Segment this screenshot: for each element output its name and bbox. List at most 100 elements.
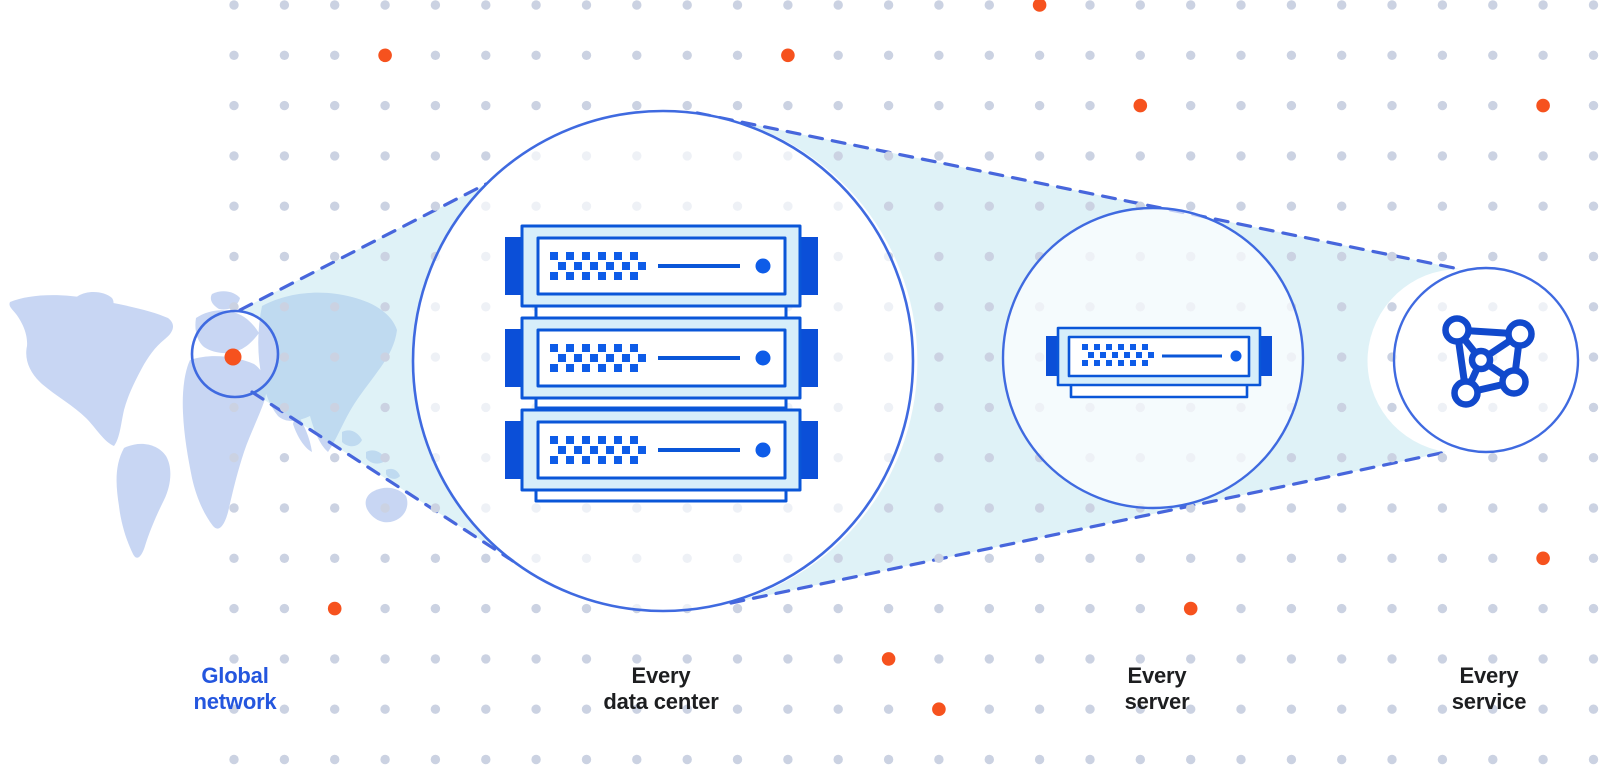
grid-dot xyxy=(883,50,894,60)
grid-dot xyxy=(1387,251,1397,262)
matrix-square xyxy=(630,344,638,352)
server-left-tab xyxy=(505,329,524,387)
grid-dot xyxy=(1538,201,1548,211)
grid-dot xyxy=(1588,503,1599,513)
server-rack-icon xyxy=(505,224,818,503)
grid-dot xyxy=(1437,0,1448,10)
grid-dot xyxy=(1437,603,1448,614)
grid-dot xyxy=(682,0,692,10)
matrix-square xyxy=(614,456,622,464)
matrix-square xyxy=(598,436,606,444)
matrix-square xyxy=(614,364,622,372)
grid-dot xyxy=(1437,100,1448,111)
label-line2: network xyxy=(193,689,277,714)
grid-dot xyxy=(1488,151,1498,161)
grid-dot xyxy=(1488,251,1498,262)
grid-dot xyxy=(1588,100,1599,111)
grid-dot xyxy=(581,603,592,614)
grid-dot xyxy=(330,654,340,664)
grid-dot xyxy=(380,503,390,513)
grid-dot xyxy=(1186,100,1196,111)
matrix-square xyxy=(1106,344,1112,350)
grid-dot xyxy=(984,151,994,161)
matrix-square xyxy=(1094,344,1100,350)
grid-dot xyxy=(380,0,390,10)
grid-dot xyxy=(279,754,290,765)
grid-dot xyxy=(279,503,290,513)
grid-dot xyxy=(430,100,441,111)
label-line2: data center xyxy=(603,689,719,714)
grid-dot xyxy=(883,151,894,161)
grid-dot xyxy=(1437,704,1448,714)
grid-dot xyxy=(1034,704,1045,714)
islands-southeast-asia xyxy=(342,430,400,479)
server-right-tab xyxy=(799,237,818,295)
grid-dot xyxy=(1085,754,1095,765)
matrix-square xyxy=(590,354,598,362)
grid-dot-orange xyxy=(327,601,342,616)
grid-dot xyxy=(783,754,793,765)
grid-dot xyxy=(1135,0,1146,10)
grid-dot xyxy=(984,50,994,60)
grid-dot xyxy=(1337,402,1347,413)
grid-dot xyxy=(1337,754,1347,765)
grid-dot xyxy=(1236,654,1246,664)
grid-dot xyxy=(1286,251,1297,262)
dashed-line-left-bottom xyxy=(250,390,515,563)
grid-dot xyxy=(1135,553,1146,563)
matrix-square xyxy=(574,262,582,270)
grid-dot xyxy=(984,704,994,714)
grid-dot xyxy=(1538,251,1548,262)
grid-dot xyxy=(934,503,944,513)
grid-dot xyxy=(330,352,340,362)
grid-dot xyxy=(1085,151,1095,161)
grid-dot xyxy=(279,251,290,262)
grid-dot-orange xyxy=(932,702,946,716)
dashed-line-right-bottom xyxy=(729,450,1448,605)
matrix-square xyxy=(566,364,574,372)
grid-dot xyxy=(279,0,290,10)
grid-dot xyxy=(1236,50,1246,60)
grid-dot xyxy=(481,100,491,111)
grid-dot xyxy=(833,0,843,10)
grid-dot xyxy=(481,603,491,614)
grid-dot xyxy=(330,302,340,312)
grid-dot xyxy=(279,553,290,563)
grid-dot xyxy=(1034,603,1045,614)
grid-dot xyxy=(1286,453,1297,463)
grid-dot xyxy=(531,754,541,765)
grid-dot xyxy=(581,654,592,664)
grid-dot xyxy=(934,50,944,60)
grid-dot xyxy=(1034,100,1045,111)
matrix-square xyxy=(630,252,638,260)
grid-dot xyxy=(632,0,642,10)
grid-dot xyxy=(934,352,944,362)
grid-dot xyxy=(1236,503,1246,513)
grid-dot xyxy=(934,251,944,262)
grid-dot xyxy=(1085,201,1095,211)
grid-dot xyxy=(430,754,441,765)
grid-dot xyxy=(1286,151,1297,161)
grid-dot xyxy=(279,50,290,60)
matrix-square xyxy=(598,252,606,260)
grid-dot xyxy=(682,754,692,765)
grid-dot xyxy=(1387,0,1397,10)
grid-dot xyxy=(531,50,541,60)
grid-dot xyxy=(279,453,290,463)
matrix-square xyxy=(638,354,646,362)
matrix-square xyxy=(614,436,622,444)
grid-dot xyxy=(1337,603,1347,614)
grid-dot xyxy=(934,553,944,563)
grid-dot xyxy=(632,704,642,714)
grid-dot xyxy=(1337,503,1347,513)
grid-dot xyxy=(279,100,290,111)
server-left-tab xyxy=(505,421,524,479)
matrix-square xyxy=(566,344,574,352)
grid-dot xyxy=(1085,704,1095,714)
matrix-square xyxy=(550,456,558,464)
grid-dot xyxy=(632,654,642,664)
matrix-square xyxy=(1082,360,1088,366)
grid-dot xyxy=(1186,754,1196,765)
grid-dot xyxy=(330,0,340,10)
